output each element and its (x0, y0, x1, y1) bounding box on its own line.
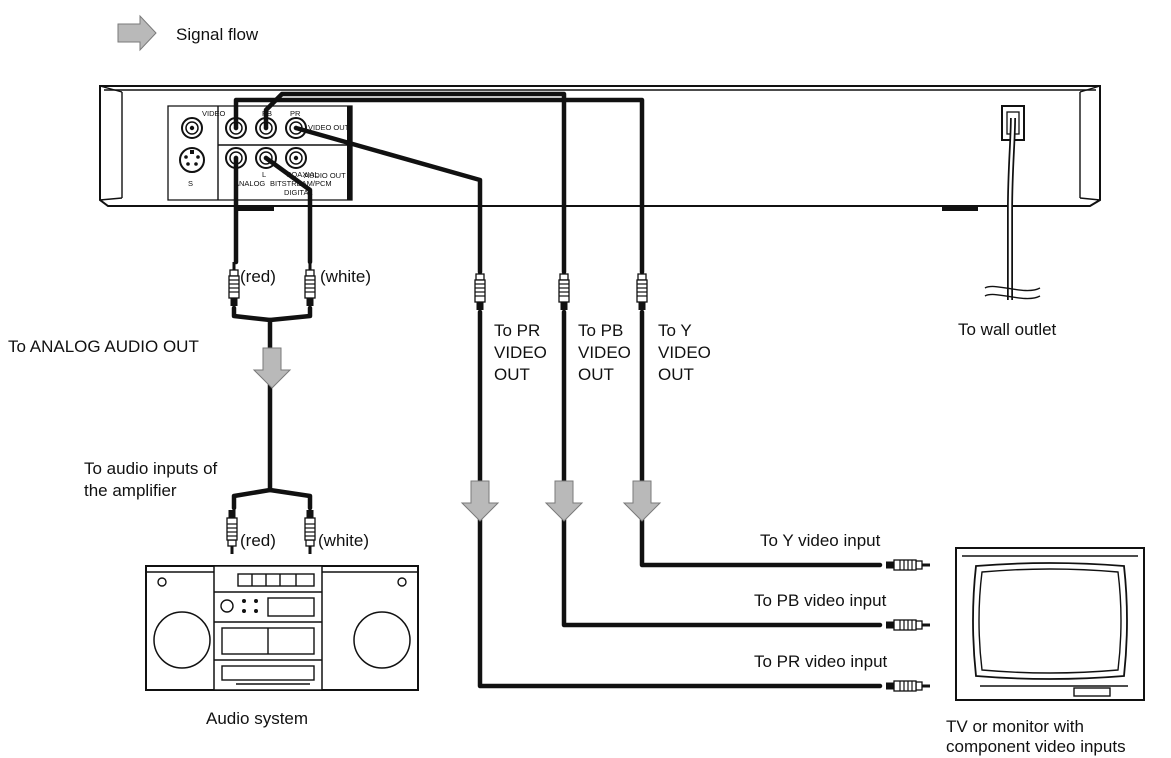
panel-label-l: L (262, 170, 266, 179)
to-y-label-line3: OUT (658, 365, 694, 384)
to-wall-outlet-label: To wall outlet (958, 320, 1057, 339)
pb-plug-icon (558, 265, 570, 311)
to-analog-audio-out-label: To ANALOG AUDIO OUT (8, 337, 199, 356)
pr-plug-icon (474, 265, 486, 311)
to-y-label-line1: To Y (658, 321, 692, 340)
panel-label-pr: PR (290, 109, 301, 118)
y-plug-icon (636, 265, 648, 311)
amp-red-plug-icon (227, 510, 237, 554)
left-speaker (153, 611, 211, 669)
pb-flow-arrow-icon (545, 480, 583, 522)
amp-white-plug-icon (305, 510, 315, 554)
audio-red-plug-icon (228, 261, 240, 307)
to-pb-label-line1: To PB (578, 321, 623, 340)
to-pr-label-line2: VIDEO (494, 343, 547, 362)
panel-label-s: S (188, 179, 193, 188)
red-label-bottom: (red) (240, 531, 276, 550)
to-pb-label-line2: VIDEO (578, 343, 631, 362)
signal-flow-arrow-icon (117, 14, 157, 52)
red-label-top: (red) (240, 267, 276, 286)
to-audio-inputs-label-line1: To audio inputs of (84, 459, 218, 478)
panel-label-audio-out: AUDIO OUT (304, 171, 346, 180)
player-foot-right (942, 206, 978, 211)
to-pr-label-line3: OUT (494, 365, 530, 384)
to-y-video-input-label: To Y video input (760, 531, 881, 550)
tv-screen (972, 562, 1128, 680)
white-label-top: (white) (320, 267, 371, 286)
panel-label-video: VIDEO (202, 109, 226, 118)
audio-white-plug-icon (304, 261, 316, 307)
tv-caption-line2: component video inputs (946, 737, 1126, 756)
dvd-player-rear: VIDEO PB PR VIDEO OUT S AUDIO OUT ANALOG… (99, 85, 1101, 211)
audio-flow-arrow-icon (253, 347, 291, 389)
player-foot-left (238, 206, 274, 211)
y-video-cable (233, 97, 930, 570)
power-cord: To wall outlet (958, 117, 1057, 339)
tv-monitor: TV or monitor with component video input… (946, 547, 1145, 756)
signal-flow-legend: Signal flow (117, 14, 259, 52)
to-y-label-line2: VIDEO (658, 343, 711, 362)
to-pr-video-input-label: To PR video input (754, 652, 888, 671)
audio-system: Audio system (145, 565, 419, 728)
pr-video-cable (293, 125, 930, 691)
signal-flow-label: Signal flow (176, 25, 259, 44)
audio-system-caption: Audio system (206, 709, 308, 728)
panel-label-video-out: VIDEO OUT (308, 123, 350, 132)
to-pb-video-input-label: To PB video input (754, 591, 887, 610)
y-input-plug-icon (886, 560, 930, 570)
pr-flow-arrow-icon (461, 480, 499, 522)
coaxial-digital-jack (285, 147, 307, 169)
panel-label-digital: DIGITAL (284, 188, 313, 197)
right-speaker (353, 611, 411, 669)
pb-video-cable (263, 91, 930, 630)
y-flow-arrow-icon (623, 480, 661, 522)
panel-label-analog: ANALOG (234, 179, 265, 188)
tv-caption-line1: TV or monitor with (946, 717, 1084, 736)
composite-video-jack (181, 117, 203, 139)
to-audio-inputs-label-line2: the amplifier (84, 481, 177, 500)
audio-cable (227, 155, 316, 554)
to-pb-label-line3: OUT (578, 365, 614, 384)
pr-input-plug-icon (886, 681, 930, 691)
s-video-jack (179, 147, 205, 173)
panel-label-coaxial: COAXIAL (286, 170, 319, 179)
to-pr-label-line1: To PR (494, 321, 540, 340)
pb-input-plug-icon (886, 620, 930, 630)
white-label-bottom: (white) (318, 531, 369, 550)
